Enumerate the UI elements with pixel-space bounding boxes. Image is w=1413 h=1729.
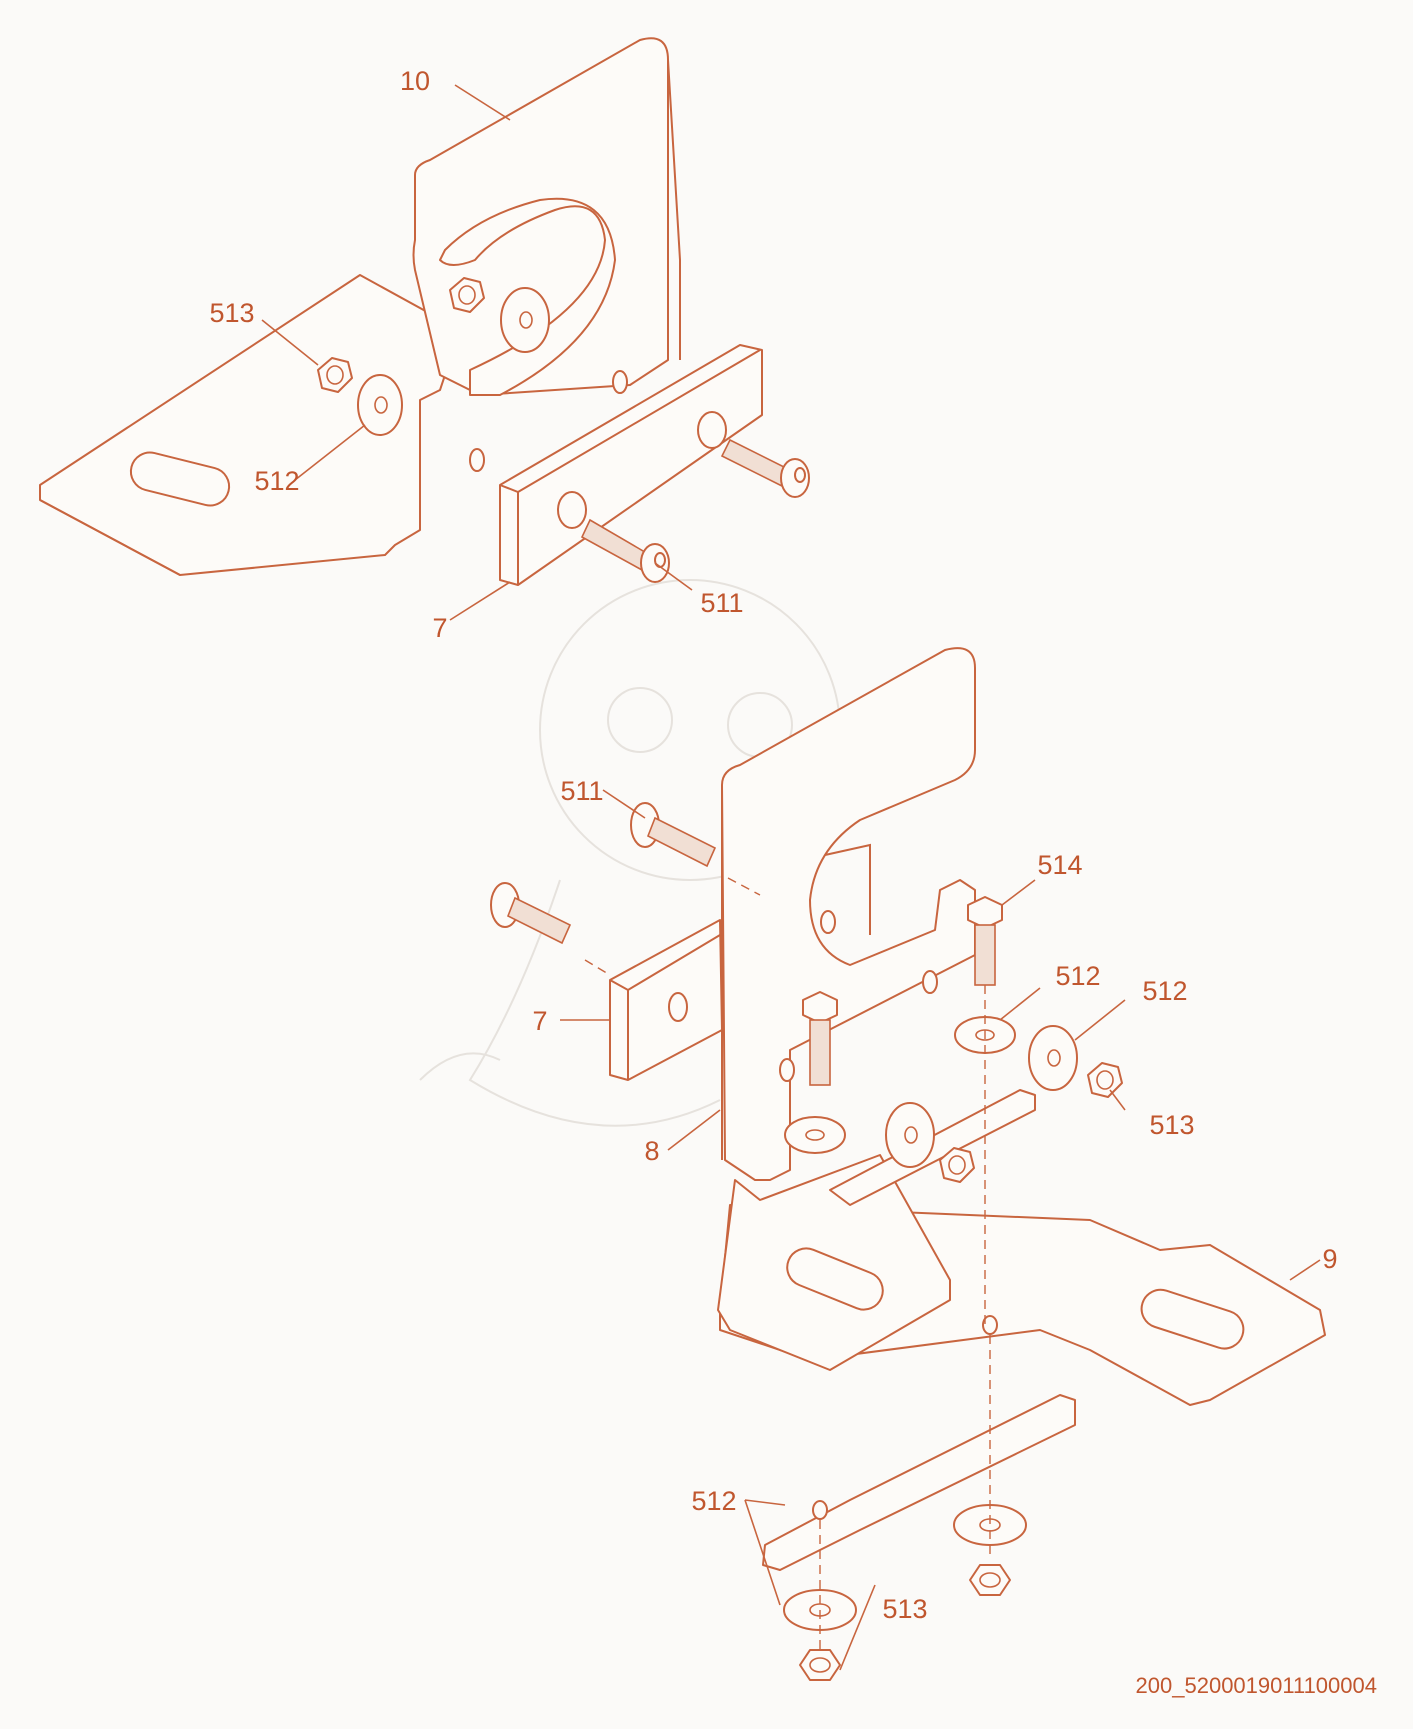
label-base: 9 bbox=[1322, 1244, 1337, 1274]
label-washer-bottom: 512 bbox=[691, 1486, 736, 1516]
label-washer-b: 512 bbox=[1142, 976, 1187, 1006]
lower-plate-7 bbox=[609, 919, 723, 1081]
label-nut-bottom: 513 bbox=[882, 1594, 927, 1624]
label-top-nut: 513 bbox=[209, 298, 254, 328]
label-top-washer: 512 bbox=[254, 466, 299, 496]
lower-washers-nuts bbox=[784, 1016, 1123, 1183]
label-bolt: 514 bbox=[1037, 850, 1082, 880]
leader-lines bbox=[261, 84, 1321, 1671]
lower-screws-511 bbox=[490, 802, 717, 945]
drawing-code: 200_5200019011100004 bbox=[1135, 1673, 1377, 1698]
callout-labels: 10 513 512 7 511 511 7 8 514 512 512 513… bbox=[209, 66, 1337, 1624]
label-bottom-plate: 7 bbox=[532, 1006, 547, 1036]
top-nuts-washers bbox=[317, 277, 550, 436]
lower-rail bbox=[762, 1394, 1076, 1571]
label-top-bracket: 10 bbox=[400, 66, 430, 96]
top-screws-511 bbox=[580, 438, 810, 583]
top-plate-7 bbox=[499, 344, 763, 586]
label-nut-right: 513 bbox=[1149, 1110, 1194, 1140]
bolts-514 bbox=[802, 896, 1003, 1086]
label-washer-a: 512 bbox=[1055, 961, 1100, 991]
label-bracket: 8 bbox=[644, 1136, 659, 1166]
label-bottom-screw: 511 bbox=[560, 776, 603, 806]
label-top-screw: 511 bbox=[700, 588, 743, 618]
center-lines bbox=[584, 877, 991, 1650]
label-top-plate: 7 bbox=[432, 613, 447, 643]
